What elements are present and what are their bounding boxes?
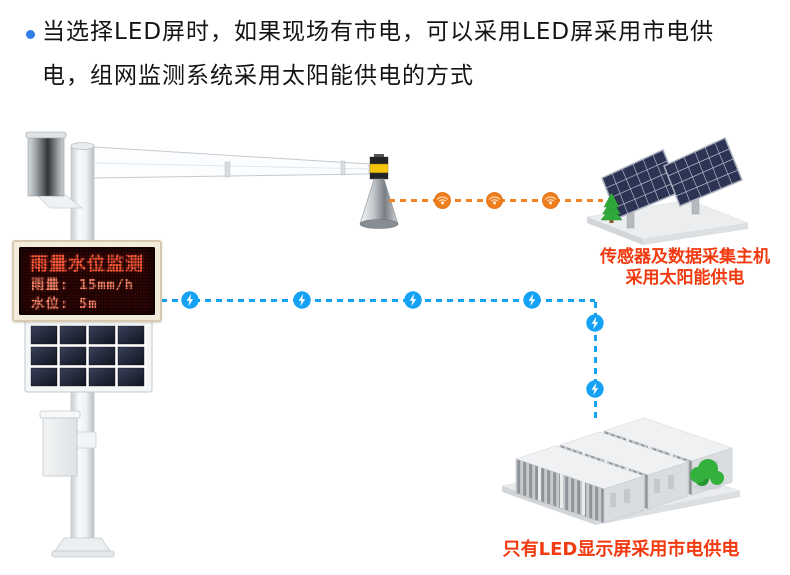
bush-icon [690,459,724,490]
mains-caption-text: 只有LED显示屏采用市电供电 [502,539,740,560]
sensor-arm [93,146,370,179]
led-rain-value: 15mm/h [79,277,134,293]
solar-caption-line-2: 采用太阳能供电 [625,268,745,288]
bullet-icon [26,30,35,39]
building-illustration [501,416,741,525]
led-display: 雨量水位监测 雨量: 15mm/h 水位: 5m [12,240,162,322]
intro-line-1: 当选择LED屏时，如果现场有市电，可以采用LED屏采用市电供 [42,19,715,45]
led-title: 雨量水位监测 [30,254,144,275]
lightning-icon [293,291,311,309]
solar-station-illustration [586,137,749,245]
led-screen: 雨量水位监测 雨量: 15mm/h 水位: 5m [19,247,155,315]
lightning-icon [586,380,604,398]
lightning-icon [404,291,422,309]
monitoring-station-illustration [24,131,399,558]
pole-base [51,537,115,558]
intro-line-2: 电，组网监测系统采用太阳能供电的方式 [42,63,474,89]
signal-icon [542,192,559,209]
led-water-label: 水位: [31,296,70,312]
signal-icon [434,192,451,209]
mains-link-line-horizontal [161,299,595,302]
led-rain-label: 雨量: [31,277,70,293]
mains-station-caption: 只有LED显示屏采用市电供电 [490,539,752,561]
tree-icon [600,192,623,223]
rain-gauge [25,131,84,209]
intro-paragraph: 当选择LED屏时，如果现场有市电，可以采用LED屏采用市电供 电，组网监测系统采… [42,10,772,98]
pole-solar-panel [24,319,153,393]
signal-icon [486,192,503,209]
led-row-rain: 雨量: 15mm/h [31,276,155,295]
lightning-icon [181,291,199,309]
solar-platform [586,199,749,245]
lightning-icon [586,314,604,332]
led-row-water: 水位: 5m [31,295,155,314]
control-box [39,410,81,477]
solar-station-caption: 传感器及数据采集主机 采用太阳能供电 [581,247,789,289]
lightning-icon [523,291,541,309]
led-water-value: 5m [79,296,98,312]
solar-panel [663,137,743,207]
radar-sensor [359,154,399,229]
mains-link-line-vertical [594,302,597,418]
solar-caption-line-1: 传感器及数据采集主机 [600,247,770,267]
